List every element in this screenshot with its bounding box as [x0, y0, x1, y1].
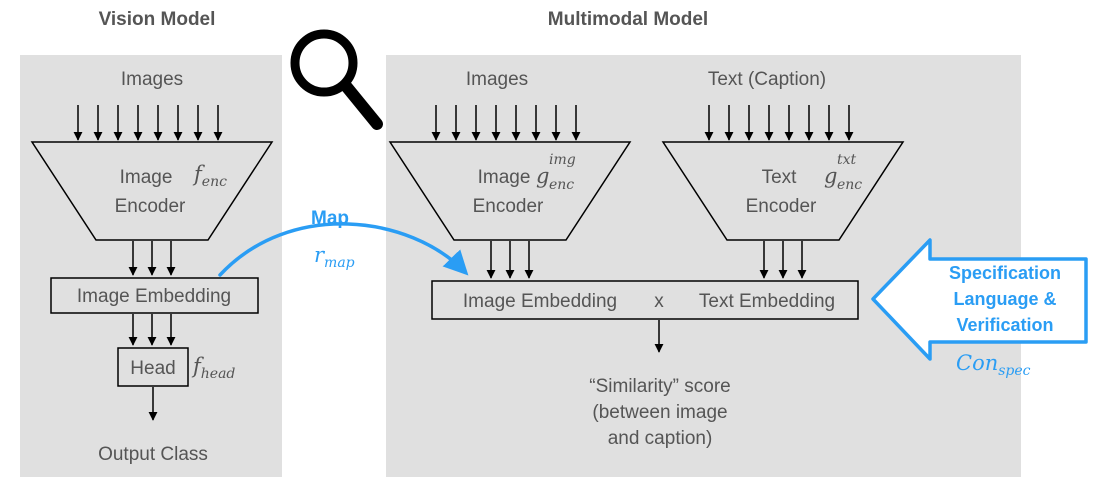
vision-image-encoder [30, 141, 274, 241]
multimodal-text-input-arrows [704, 105, 854, 141]
map-arrow [218, 222, 469, 277]
similarity-score-line2: (between image [592, 402, 727, 423]
multimodal-image-encoder [388, 141, 632, 241]
vision-head-function: fhead [191, 354, 235, 382]
multimodal-text-encoder-label-line2: Encoder [746, 196, 817, 217]
map-label: Map [311, 208, 349, 229]
magnifier-icon [290, 29, 383, 130]
specification-label-line2: Language & [953, 289, 1056, 309]
multimodal-image-embedding-label: Image Embedding [463, 291, 617, 312]
svg-text:enc: enc [837, 177, 862, 193]
vision-embedding-output-arrows [128, 314, 176, 346]
specification-arrow [871, 238, 1088, 361]
vision-head-label: Head [130, 358, 175, 379]
similarity-score-line3: and caption) [608, 428, 713, 449]
vision-image-embedding-label: Image Embedding [77, 286, 231, 307]
multimodal-embedding-operator: x [654, 291, 664, 312]
vision-encoder-function: fenc [192, 162, 227, 190]
multimodal-model-title: Multimodal Model [548, 9, 708, 30]
multimodal-text-caption-label: Text (Caption) [708, 69, 826, 90]
svg-text:g: g [824, 164, 837, 188]
multimodal-image-encoder-label-line1: Image [478, 167, 531, 188]
vision-encoder-label-line2: Encoder [115, 196, 186, 217]
vision-input-arrows [73, 105, 223, 141]
vision-images-label: Images [121, 69, 183, 90]
multimodal-image-encoder-label-line2: Encoder [473, 196, 544, 217]
multimodal-text-encoder-output-arrows [759, 241, 807, 279]
svg-text:img: img [549, 152, 576, 168]
vision-output-class-label: Output Class [98, 444, 208, 465]
svg-text:txt: txt [837, 152, 857, 168]
map-function: rmap [314, 243, 355, 271]
multimodal-text-embedding-label: Text Embedding [699, 291, 835, 312]
similarity-score-line1: “Similarity” score [589, 376, 730, 397]
multimodal-text-encoder [661, 141, 905, 241]
specification-label-line3: Verification [956, 315, 1053, 335]
vision-head-box [117, 347, 189, 387]
vision-encoder-output-arrows [128, 241, 176, 276]
multimodal-text-encoder-function: g txt enc [824, 152, 862, 193]
multimodal-text-encoder-label-line1: Text [762, 167, 798, 188]
vision-model-panel [20, 55, 282, 477]
specification-label-line1: Specification [949, 263, 1061, 283]
vision-image-embedding-box [50, 277, 259, 314]
multimodal-embedding-box [431, 280, 859, 320]
specification-function: Conspec [956, 351, 1031, 379]
multimodal-images-label: Images [466, 69, 528, 90]
vision-encoder-label-line1: Image [120, 167, 173, 188]
multimodal-image-encoder-output-arrows [486, 241, 534, 279]
svg-text:g: g [536, 164, 549, 188]
multimodal-image-encoder-function: g img enc [536, 152, 576, 193]
multimodal-image-input-arrows [431, 105, 581, 141]
svg-text:enc: enc [549, 177, 574, 193]
vision-model-title: Vision Model [99, 9, 216, 30]
